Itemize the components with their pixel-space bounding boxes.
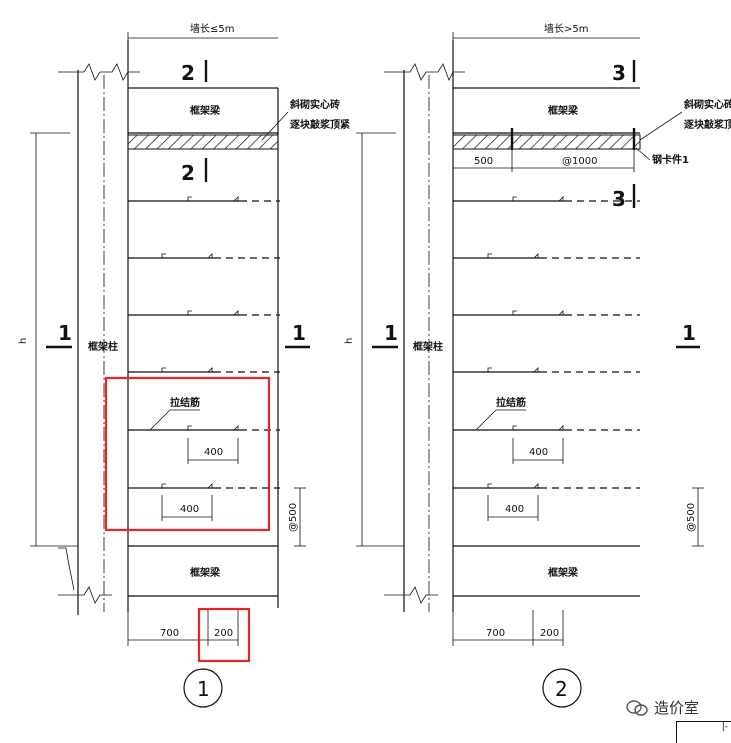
break-line-bottom: [58, 586, 112, 604]
dim-400-a: 400: [204, 447, 223, 458]
section-mark-mid-2: 3: [612, 187, 626, 211]
section-mark-mid: 2: [181, 161, 195, 185]
dim-1000: @1000: [562, 156, 597, 167]
break-line-side: [58, 547, 75, 591]
highlight-box-200: [197, 607, 251, 663]
detail-number-1: 1: [197, 677, 210, 701]
beam-top-label: 框架梁: [190, 104, 221, 117]
masonry-note-2: 逐块敲浆顶紧: [290, 118, 350, 131]
steel-clip-label: 钢卡件1: [652, 153, 689, 166]
corner-box: |-: [676, 721, 731, 743]
tie-bar-label: 拉结筋: [170, 396, 200, 409]
corner-text: |-: [721, 722, 728, 732]
beam-top-label-2: 框架梁: [548, 104, 579, 117]
diagonal-brick-layer: [127, 134, 279, 150]
tie-bar-rows-2: [453, 196, 640, 489]
masonry-note-2-1: 斜砌实心砖: [683, 98, 731, 111]
dim-700: 700: [160, 628, 179, 639]
tie-bar-label-2: 拉结筋: [496, 396, 526, 409]
masonry-note-1: 斜砌实心砖: [289, 98, 340, 111]
dim-400-b-2: 400: [505, 504, 524, 515]
h-label-2: h: [344, 338, 355, 344]
panel-1: 墙长≤5m 框架梁 2 斜砌实心砖 逐块敲浆顶紧 2: [18, 22, 350, 708]
wechat-icon: [626, 699, 648, 716]
wall-length-label-2: 墙长>5m: [544, 22, 588, 35]
dim-200-2: 200: [540, 628, 559, 639]
diagonal-brick-layer-2: [452, 134, 641, 150]
masonry-leader: [261, 111, 289, 141]
dim-400-a-2: 400: [529, 447, 548, 458]
section-mark-top: 2: [181, 61, 195, 85]
column-label-2: 框架柱: [413, 340, 443, 353]
tie-bar-rows: [128, 196, 280, 489]
dim-700-2: 700: [486, 628, 505, 639]
detail-circle-2: [542, 668, 582, 708]
panel-2: 墙长>5m 框架梁 3 斜砌实心砖 逐块敲浆顶紧 500 @1000 钢卡件1 …: [344, 22, 731, 708]
masonry-note-2-2: 逐块敲浆顶紧: [684, 118, 731, 131]
wall-length-label: 墙长≤5m: [190, 22, 234, 35]
section-left: 1: [58, 321, 72, 345]
dim-spacing: @500: [288, 503, 299, 532]
section-right-2: 1: [682, 321, 696, 345]
beam-bottom-label-2: 框架梁: [548, 566, 579, 579]
watermark-text: 造价室: [654, 699, 700, 717]
watermark: 造价室: [626, 697, 699, 718]
column-label: 框架柱: [88, 340, 118, 353]
h-label: h: [18, 338, 29, 344]
section-left-2: 1: [384, 321, 398, 345]
tie-bar-leader: [149, 409, 171, 431]
dim-400-b: 400: [180, 504, 199, 515]
highlight-box-tie-bars: [104, 376, 271, 532]
beam-bottom-label: 框架梁: [190, 566, 221, 579]
dim-200: 200: [214, 628, 233, 639]
section-mark-top-2: 3: [612, 61, 626, 85]
detail-circle-1: [183, 668, 223, 708]
section-right: 1: [292, 321, 306, 345]
break-line-top: [58, 63, 140, 81]
detail-number-2: 2: [555, 677, 568, 701]
dim-spacing-2: @500: [686, 503, 697, 532]
dim-500: 500: [474, 156, 493, 167]
